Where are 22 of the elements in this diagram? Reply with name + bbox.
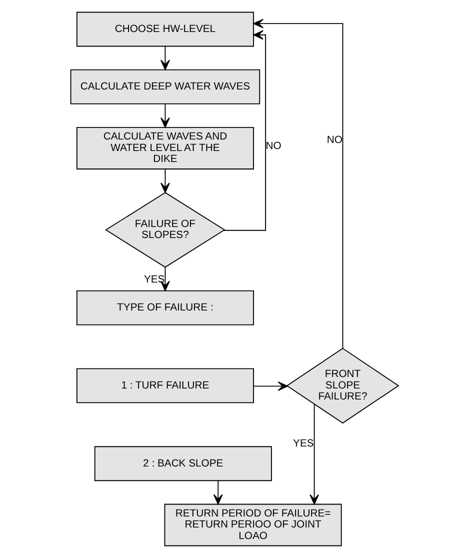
edge-label: YES <box>292 438 314 450</box>
arrow <box>309 404 319 505</box>
arrow <box>160 46 170 70</box>
node-diamond: FRONT SLOPE FAILURE? <box>286 348 399 424</box>
node-box: TYPE OF FAILURE : <box>76 290 254 326</box>
node-diamond: FAILURE OF SLOPES? <box>104 192 225 268</box>
edge-label: YES <box>143 274 164 286</box>
edge-label: NO <box>326 135 342 146</box>
node-box: 2 : BACK SLOPE <box>94 446 272 482</box>
arrow <box>212 480 222 505</box>
node-box: CALCULATE WAVES AND WATER LEVEL AT THE DIKE <box>76 126 254 170</box>
node-box: RETURN PERIOD OF FAILURE= RETURN PERIOO OF JOINT LOAO <box>164 504 342 546</box>
arrow <box>160 103 170 128</box>
node-box: 1 : TURF FAILURE <box>76 368 254 404</box>
arrow <box>222 30 266 231</box>
arrow <box>252 381 288 391</box>
node-box: CALCULATE DEEP WATER WAVES <box>70 69 260 104</box>
arrow <box>252 18 343 349</box>
arrow <box>160 267 170 292</box>
arrow <box>160 168 170 193</box>
node-box: CHOOSE HW-LEVEL <box>76 12 254 47</box>
edge-label: NO <box>265 141 281 152</box>
